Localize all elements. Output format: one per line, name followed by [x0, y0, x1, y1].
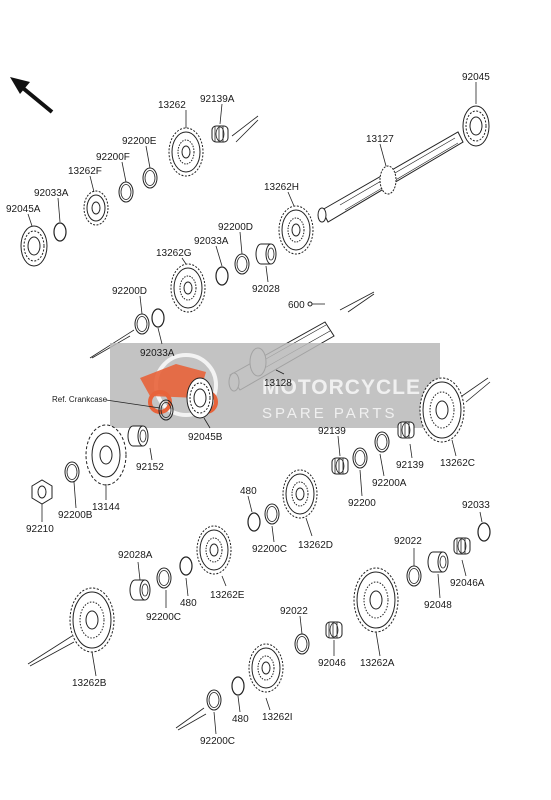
label-92022-a: 92022	[394, 536, 422, 547]
needle-bearing-92139A	[211, 125, 229, 143]
watermark-line2: SPARE PARTS	[262, 405, 398, 422]
label-13128: 13128	[264, 378, 292, 389]
washer-92022-a	[406, 565, 422, 587]
washer-92200	[352, 447, 368, 469]
shaft-13127	[317, 131, 464, 223]
gear-13262F	[83, 190, 109, 226]
bush-92028	[255, 243, 277, 265]
bearing-92045B	[186, 377, 214, 419]
gear-13262G	[170, 263, 206, 313]
circlip-92033A-mid	[215, 266, 229, 286]
washer-92200C-b	[156, 567, 172, 589]
label-13262: 13262	[158, 100, 186, 111]
label-480-a: 480	[240, 486, 257, 497]
gear-13262D	[282, 469, 318, 519]
washer-92200B	[64, 461, 80, 483]
gear-13262A	[353, 567, 399, 633]
label-92139A: 92139A	[200, 94, 235, 105]
circlip-92033A-left	[151, 308, 165, 328]
needle-bearing-92046A	[453, 537, 471, 555]
label-92045A: 92045A	[6, 204, 41, 215]
nut-92210	[31, 479, 53, 505]
direction-arrow-icon	[10, 77, 54, 114]
bush-92028A	[129, 579, 151, 601]
gear-13262B	[69, 587, 115, 653]
washer-92022-b	[294, 633, 310, 655]
label-13262G: 13262G	[156, 248, 192, 259]
label-92200: 92200	[348, 498, 376, 509]
label-92046A: 92046A	[450, 578, 485, 589]
label-13262C: 13262C	[440, 458, 475, 469]
needle-bearing-92139-b	[331, 457, 349, 475]
washer-92200D-top	[234, 253, 250, 275]
gear-13262C	[419, 377, 465, 443]
bush-92048	[427, 551, 449, 573]
washer-92200D-left	[134, 313, 150, 335]
watermark: MOTORCYCLE SPARE PARTS	[110, 343, 440, 428]
washer-92200F	[118, 181, 134, 203]
label-92033A-top: 92033A	[34, 188, 69, 199]
label-92200A: 92200A	[372, 478, 407, 489]
label-92210: 92210	[26, 524, 54, 535]
part-labels: 92045 13127 13262 92139A 92200E 92200F 1…	[6, 72, 490, 747]
circlip-480-a	[247, 512, 261, 532]
label-92045: 92045	[462, 72, 490, 83]
label-92200C-b: 92200C	[146, 612, 181, 623]
label-ref-crankcase: Ref. Crankcase	[52, 395, 108, 404]
gear-13262	[168, 127, 204, 177]
label-13262A: 13262A	[360, 658, 395, 669]
circlip-92033A-top	[53, 222, 67, 242]
label-92139-b: 92139	[396, 460, 424, 471]
label-13262I: 13262I	[262, 712, 293, 723]
label-92200C-a: 92200C	[252, 544, 287, 555]
washer-92200C-c	[206, 689, 222, 711]
label-92200C-c: 92200C	[200, 736, 235, 747]
label-92045B: 92045B	[188, 432, 223, 443]
label-13262H: 13262H	[264, 182, 299, 193]
label-92048: 92048	[424, 600, 452, 611]
label-92152: 92152	[136, 462, 164, 473]
bearing-92045	[462, 105, 490, 147]
label-600: 600	[288, 300, 305, 311]
label-13262E: 13262E	[210, 590, 245, 601]
label-92139-a: 92139	[318, 426, 346, 437]
washer-92200E	[142, 167, 158, 189]
label-92200D-top: 92200D	[218, 222, 253, 233]
label-480-c: 480	[232, 714, 249, 725]
label-480-b: 480	[180, 598, 197, 609]
needle-bearing-92046	[325, 621, 343, 639]
gear-13262E	[196, 525, 232, 575]
label-92028: 92028	[252, 284, 280, 295]
label-13144: 13144	[92, 502, 120, 513]
label-92022-b: 92022	[280, 606, 308, 617]
label-92033A-mid: 92033A	[194, 236, 229, 247]
watermark-line1: MOTORCYCLE	[262, 376, 421, 399]
label-92200D-left: 92200D	[112, 286, 147, 297]
label-92200B: 92200B	[58, 510, 93, 521]
label-92046: 92046	[318, 658, 346, 669]
label-92033: 92033	[462, 500, 490, 511]
label-13262D: 13262D	[298, 540, 333, 551]
label-92200E: 92200E	[122, 136, 157, 147]
circlip-92033	[477, 522, 491, 542]
label-13127: 13127	[366, 134, 394, 145]
label-92200F: 92200F	[96, 152, 130, 163]
collar-92152	[127, 425, 149, 447]
label-13262F: 13262F	[68, 166, 102, 177]
leader-lines	[27, 82, 483, 735]
label-92028A: 92028A	[118, 550, 153, 561]
label-92033A-left: 92033A	[140, 348, 175, 359]
circlip-480-c	[231, 676, 245, 696]
gear-13262I	[248, 643, 284, 693]
needle-bearing-92139-a	[397, 421, 415, 439]
bearing-92045A	[20, 225, 48, 267]
washer-92200A	[374, 431, 390, 453]
circlip-480-b	[179, 556, 193, 576]
label-13262B: 13262B	[72, 678, 107, 689]
gear-13262H	[278, 205, 314, 255]
sprocket-13144	[85, 424, 127, 486]
washer-92200C-a	[264, 503, 280, 525]
